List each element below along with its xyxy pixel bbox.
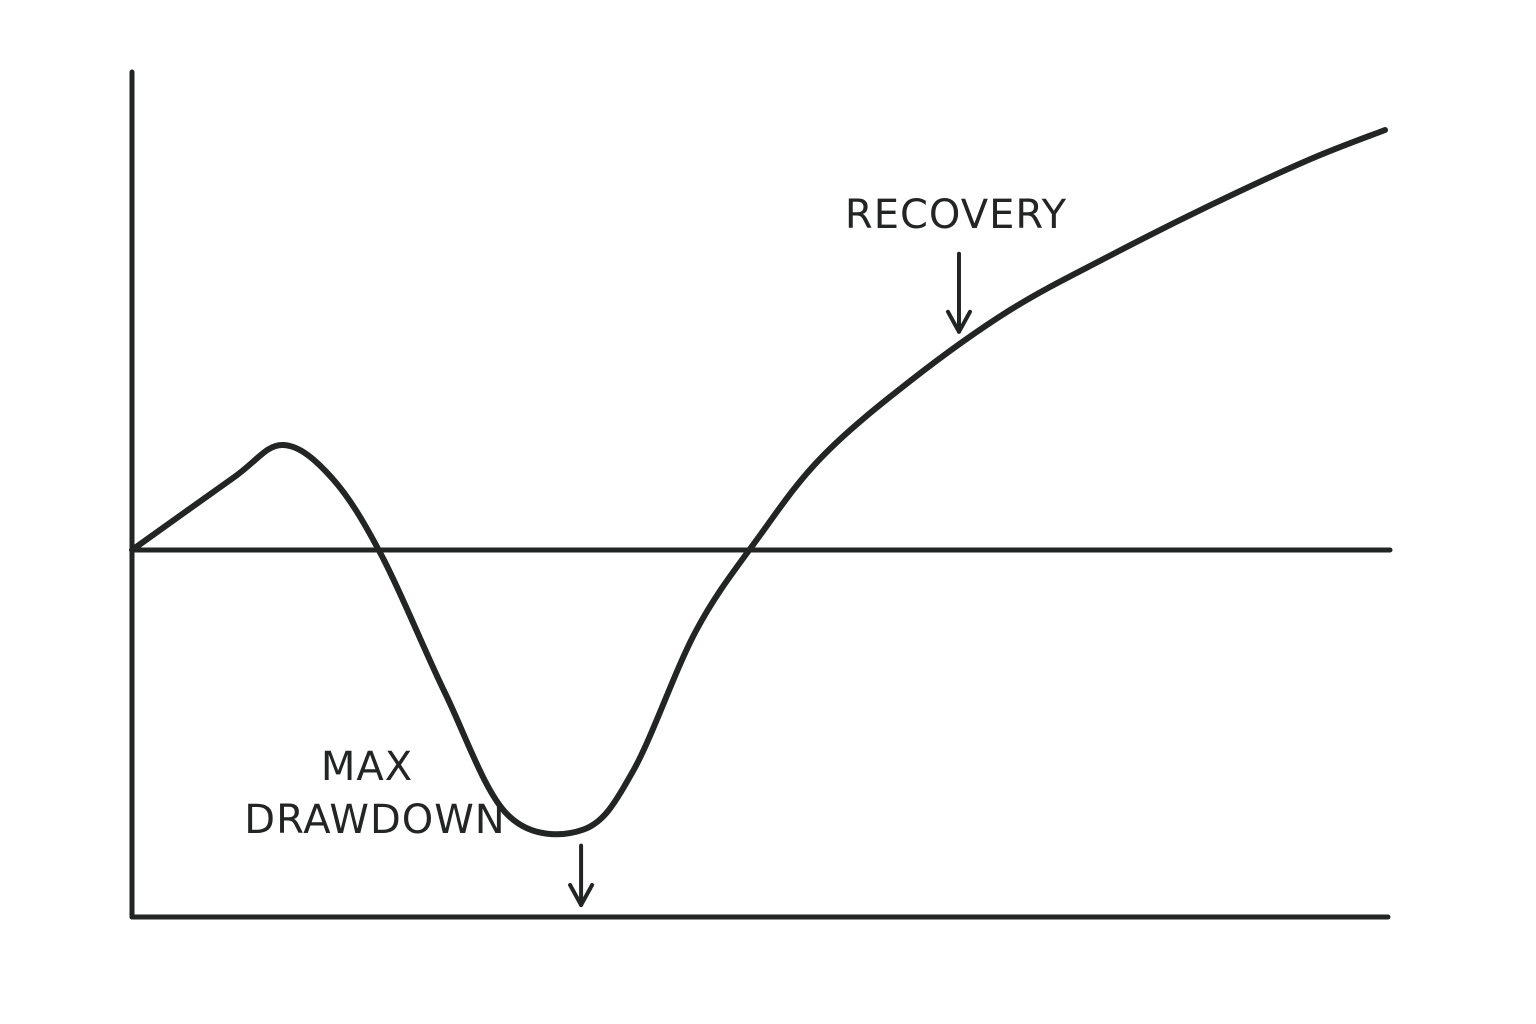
max-drawdown-label-line-1: MAX	[321, 744, 413, 790]
series-line-1	[129, 127, 1388, 838]
max-drawdown-label-line-2: DRAWDOWN	[244, 797, 505, 843]
max-drawdown-arrow-head	[568, 883, 595, 907]
recovery-arrow-head	[945, 309, 972, 334]
recovery-label: RECOVERY	[845, 192, 1067, 238]
